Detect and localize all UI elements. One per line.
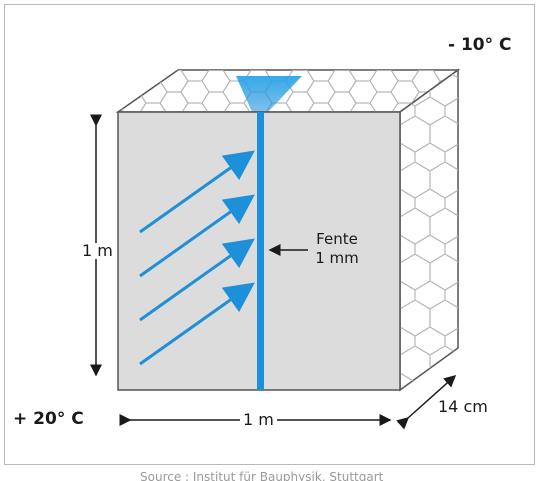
temp-outside-label: - 10° C <box>448 35 512 55</box>
gap-label-line1: Fente <box>316 230 358 248</box>
airflow-arrow <box>139 238 255 322</box>
wall-side-pattern <box>400 70 458 390</box>
gap-top-spread <box>236 76 302 112</box>
depth-dimension-arrow <box>396 375 457 430</box>
height-label: 1 m <box>79 243 116 259</box>
gap-label-line2: 1 mm <box>315 249 359 267</box>
source-caption: Source : Institut für Bauphysik, Stuttga… <box>140 470 384 481</box>
airflow-arrow <box>139 150 255 234</box>
gap-line <box>257 112 264 390</box>
depth-label: 14 cm <box>438 397 488 416</box>
airflow-arrow <box>139 194 255 278</box>
width-label: 1 m <box>240 412 277 428</box>
wall-top-pattern <box>118 70 458 112</box>
gap-label: Fente 1 mm <box>313 232 361 266</box>
temp-inside-label: + 20° C <box>13 409 84 429</box>
airflow-arrow <box>139 282 255 366</box>
